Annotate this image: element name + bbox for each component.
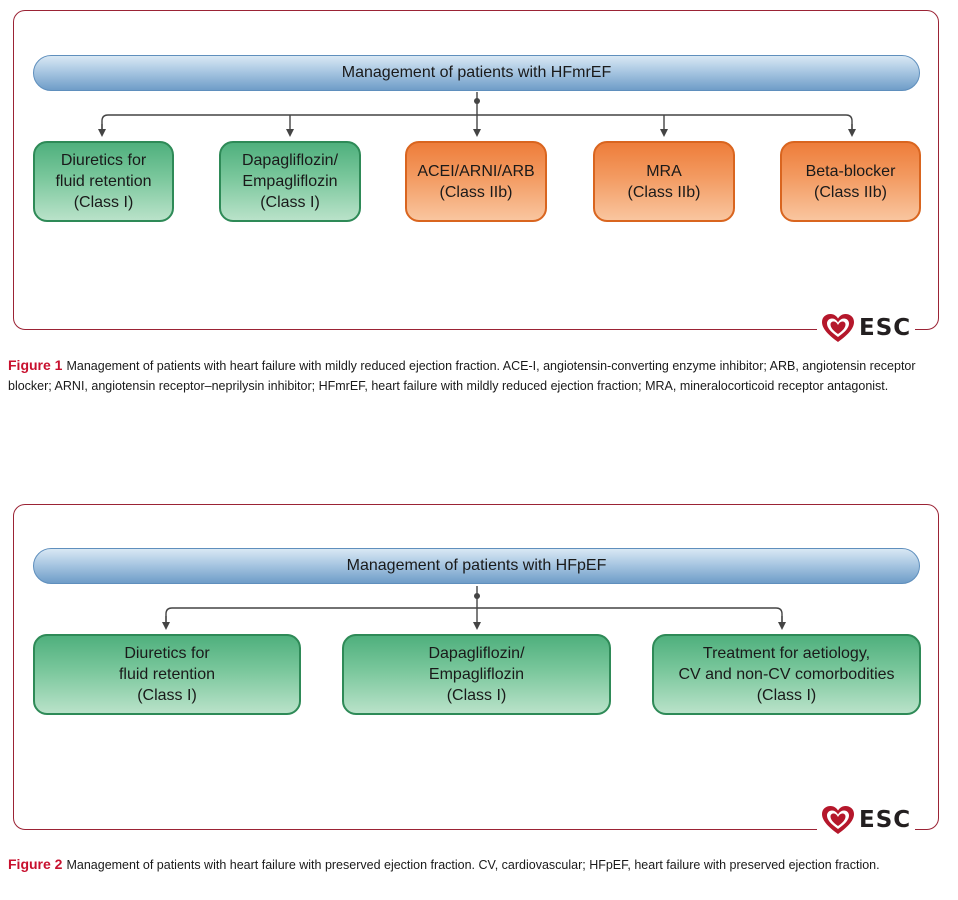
box-line: (Class IIb) xyxy=(627,183,701,201)
box-line: Empagliflozin xyxy=(428,666,525,683)
box-line: Empagliflozin xyxy=(242,173,338,190)
figure2-esc-logo: ESC xyxy=(817,805,916,835)
figure1-caption-label: Figure 1 xyxy=(8,357,63,373)
box-line: (Class I) xyxy=(260,194,320,211)
figure2-box-treatment: Treatment for aetiology, CV and non-CV c… xyxy=(652,634,921,715)
box-line: ACEI/ARNI/ARB xyxy=(417,162,535,180)
box-line: (Class I) xyxy=(756,687,817,704)
figure1-caption-text: Management of patients with heart failur… xyxy=(8,359,916,393)
heart-icon xyxy=(822,806,854,834)
figure2-frame xyxy=(13,504,939,830)
figure1-box-diuretics: Diuretics for fluid retention (Class I) xyxy=(33,141,174,222)
box-line: (Class I) xyxy=(137,687,197,704)
box-line: MRA xyxy=(646,162,682,180)
box-line: Beta-blocker xyxy=(805,162,896,180)
box-line: Diuretics for xyxy=(124,645,210,662)
box-line: (Class IIb) xyxy=(814,183,887,201)
box-line: fluid retention xyxy=(118,666,216,683)
box-line: Dapagliflozin/ xyxy=(241,152,339,169)
figure1-box-acei: ACEI/ARNI/ARB (Class IIb) xyxy=(405,141,547,222)
box-line: (Class I) xyxy=(73,194,134,211)
figure1-frame xyxy=(13,10,939,330)
figure1-header: Management of patients with HFmrEF xyxy=(33,55,920,91)
figure2-header: Management of patients with HFpEF xyxy=(33,548,920,584)
box-line: CV and non-CV comorbodities xyxy=(678,666,895,683)
figure1-box-mra: MRA (Class IIb) xyxy=(593,141,735,222)
figure1-box-dapagliflozin: Dapagliflozin/ Empagliflozin (Class I) xyxy=(219,141,361,222)
box-line: Dapagliflozin/ xyxy=(428,645,525,662)
box-line: Diuretics for xyxy=(60,152,147,169)
box-line: (Class IIb) xyxy=(439,183,513,201)
box-line: (Class I) xyxy=(446,687,507,704)
esc-logo-text: ESC xyxy=(859,315,912,341)
heart-icon xyxy=(822,314,854,342)
figure2-caption-label: Figure 2 xyxy=(8,856,63,872)
esc-logo-text: ESC xyxy=(859,807,912,833)
figure2-caption-text: Management of patients with heart failur… xyxy=(66,858,880,872)
figure1-box-beta-blocker: Beta-blocker (Class IIb) xyxy=(780,141,921,222)
figure1-esc-logo: ESC xyxy=(817,313,916,343)
box-line: fluid retention xyxy=(55,173,152,190)
box-line: Treatment for aetiology, xyxy=(702,645,871,662)
figure2-box-diuretics: Diuretics for fluid retention (Class I) xyxy=(33,634,301,715)
figure2-box-dapagliflozin: Dapagliflozin/ Empagliflozin (Class I) xyxy=(342,634,611,715)
